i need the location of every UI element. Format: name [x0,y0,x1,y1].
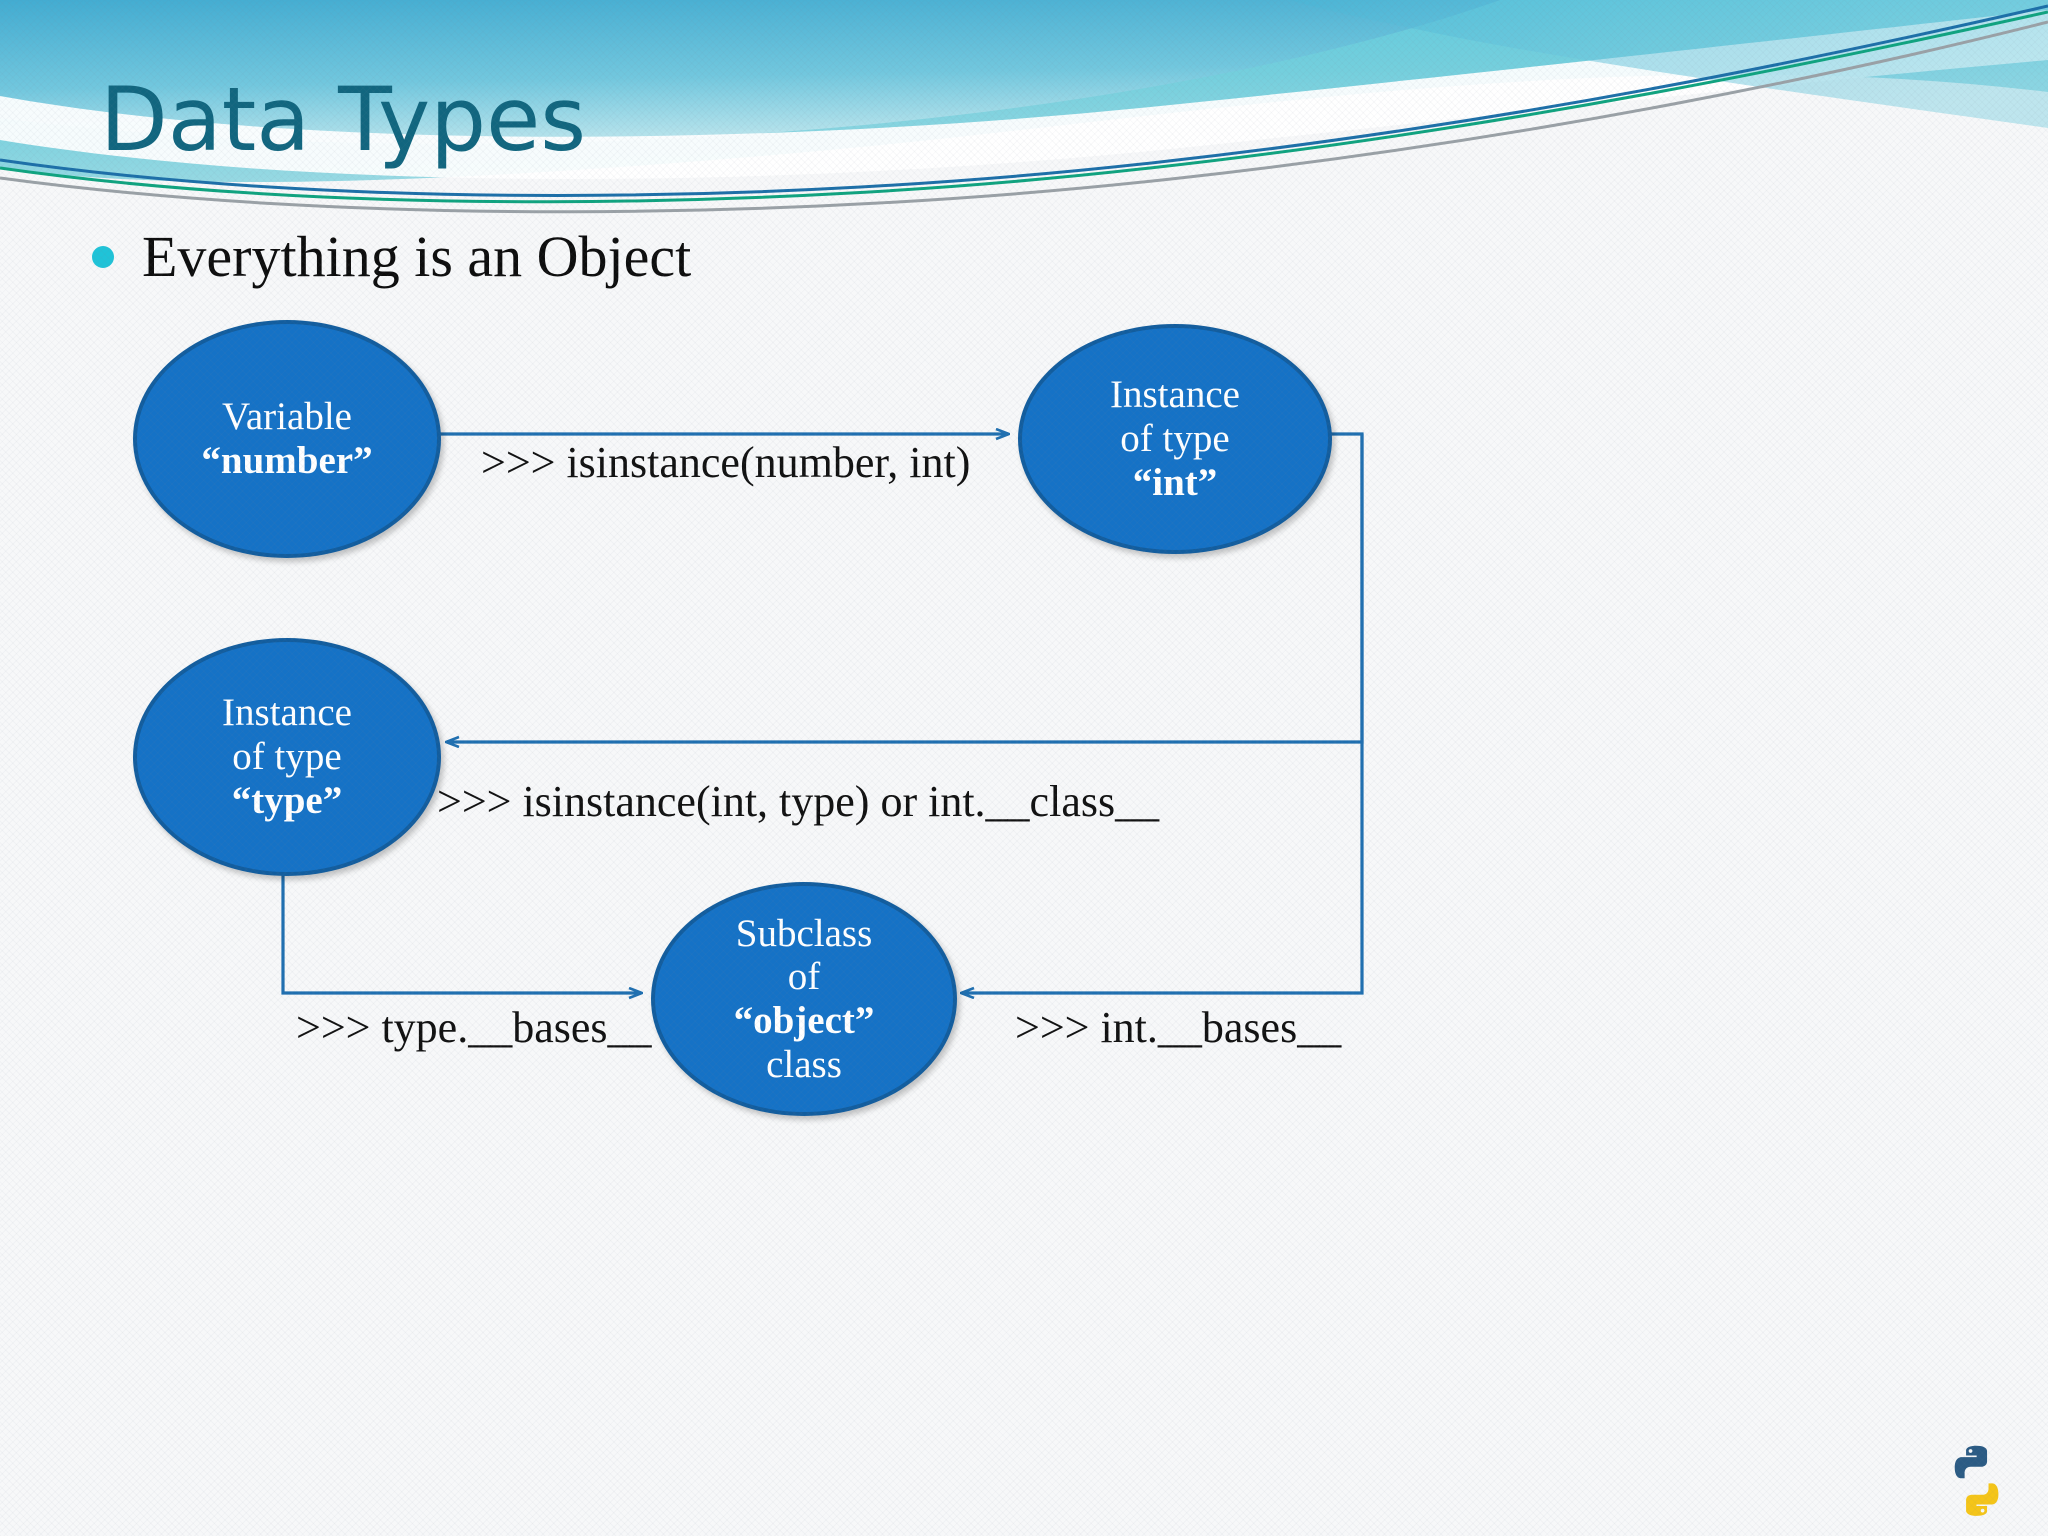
node-line: of type [232,735,342,779]
node-subclass-of-object-class: Subclass of “object” class [651,882,957,1116]
edge-label-type-bases: >>> type.__bases__ [296,1003,652,1052]
bullet-row: Everything is an Object [92,228,691,286]
node-line: Instance [222,691,352,735]
node-line: Subclass [735,911,873,955]
slide-title: Data Types [100,68,587,171]
edge-label-isinstance-int: >>> isinstance(int, type) or int.__class… [437,777,1160,826]
node-line: “type” [231,778,343,822]
edge-label-int-bases: >>> int.__bases__ [1015,1003,1342,1052]
node-line: class [766,1042,842,1086]
connector-type-to-object [281,868,641,993]
node-line: “int” [1132,460,1218,504]
python-logo-icon [1954,1445,1999,1516]
node-line: “number” [201,439,373,482]
node-line: Variable [222,395,352,439]
header-swoosh-decoration [0,0,2048,230]
node-line: of [787,955,821,999]
edge-label-isinstance-number: >>> isinstance(number, int) [481,438,971,487]
node-line: Instance [1110,373,1240,417]
node-line: of type [1120,417,1230,461]
connector-int-to-object [962,434,1364,993]
bullet-marker-icon [92,246,114,268]
node-instance-of-type-int: Instance of type “int” [1018,324,1332,554]
bullet-text: Everything is an Object [142,224,692,289]
node-variable-number: Variable “number” [133,320,441,558]
node-line: “object” [733,999,875,1042]
node-instance-of-type-type: Instance of type “type” [133,638,441,876]
